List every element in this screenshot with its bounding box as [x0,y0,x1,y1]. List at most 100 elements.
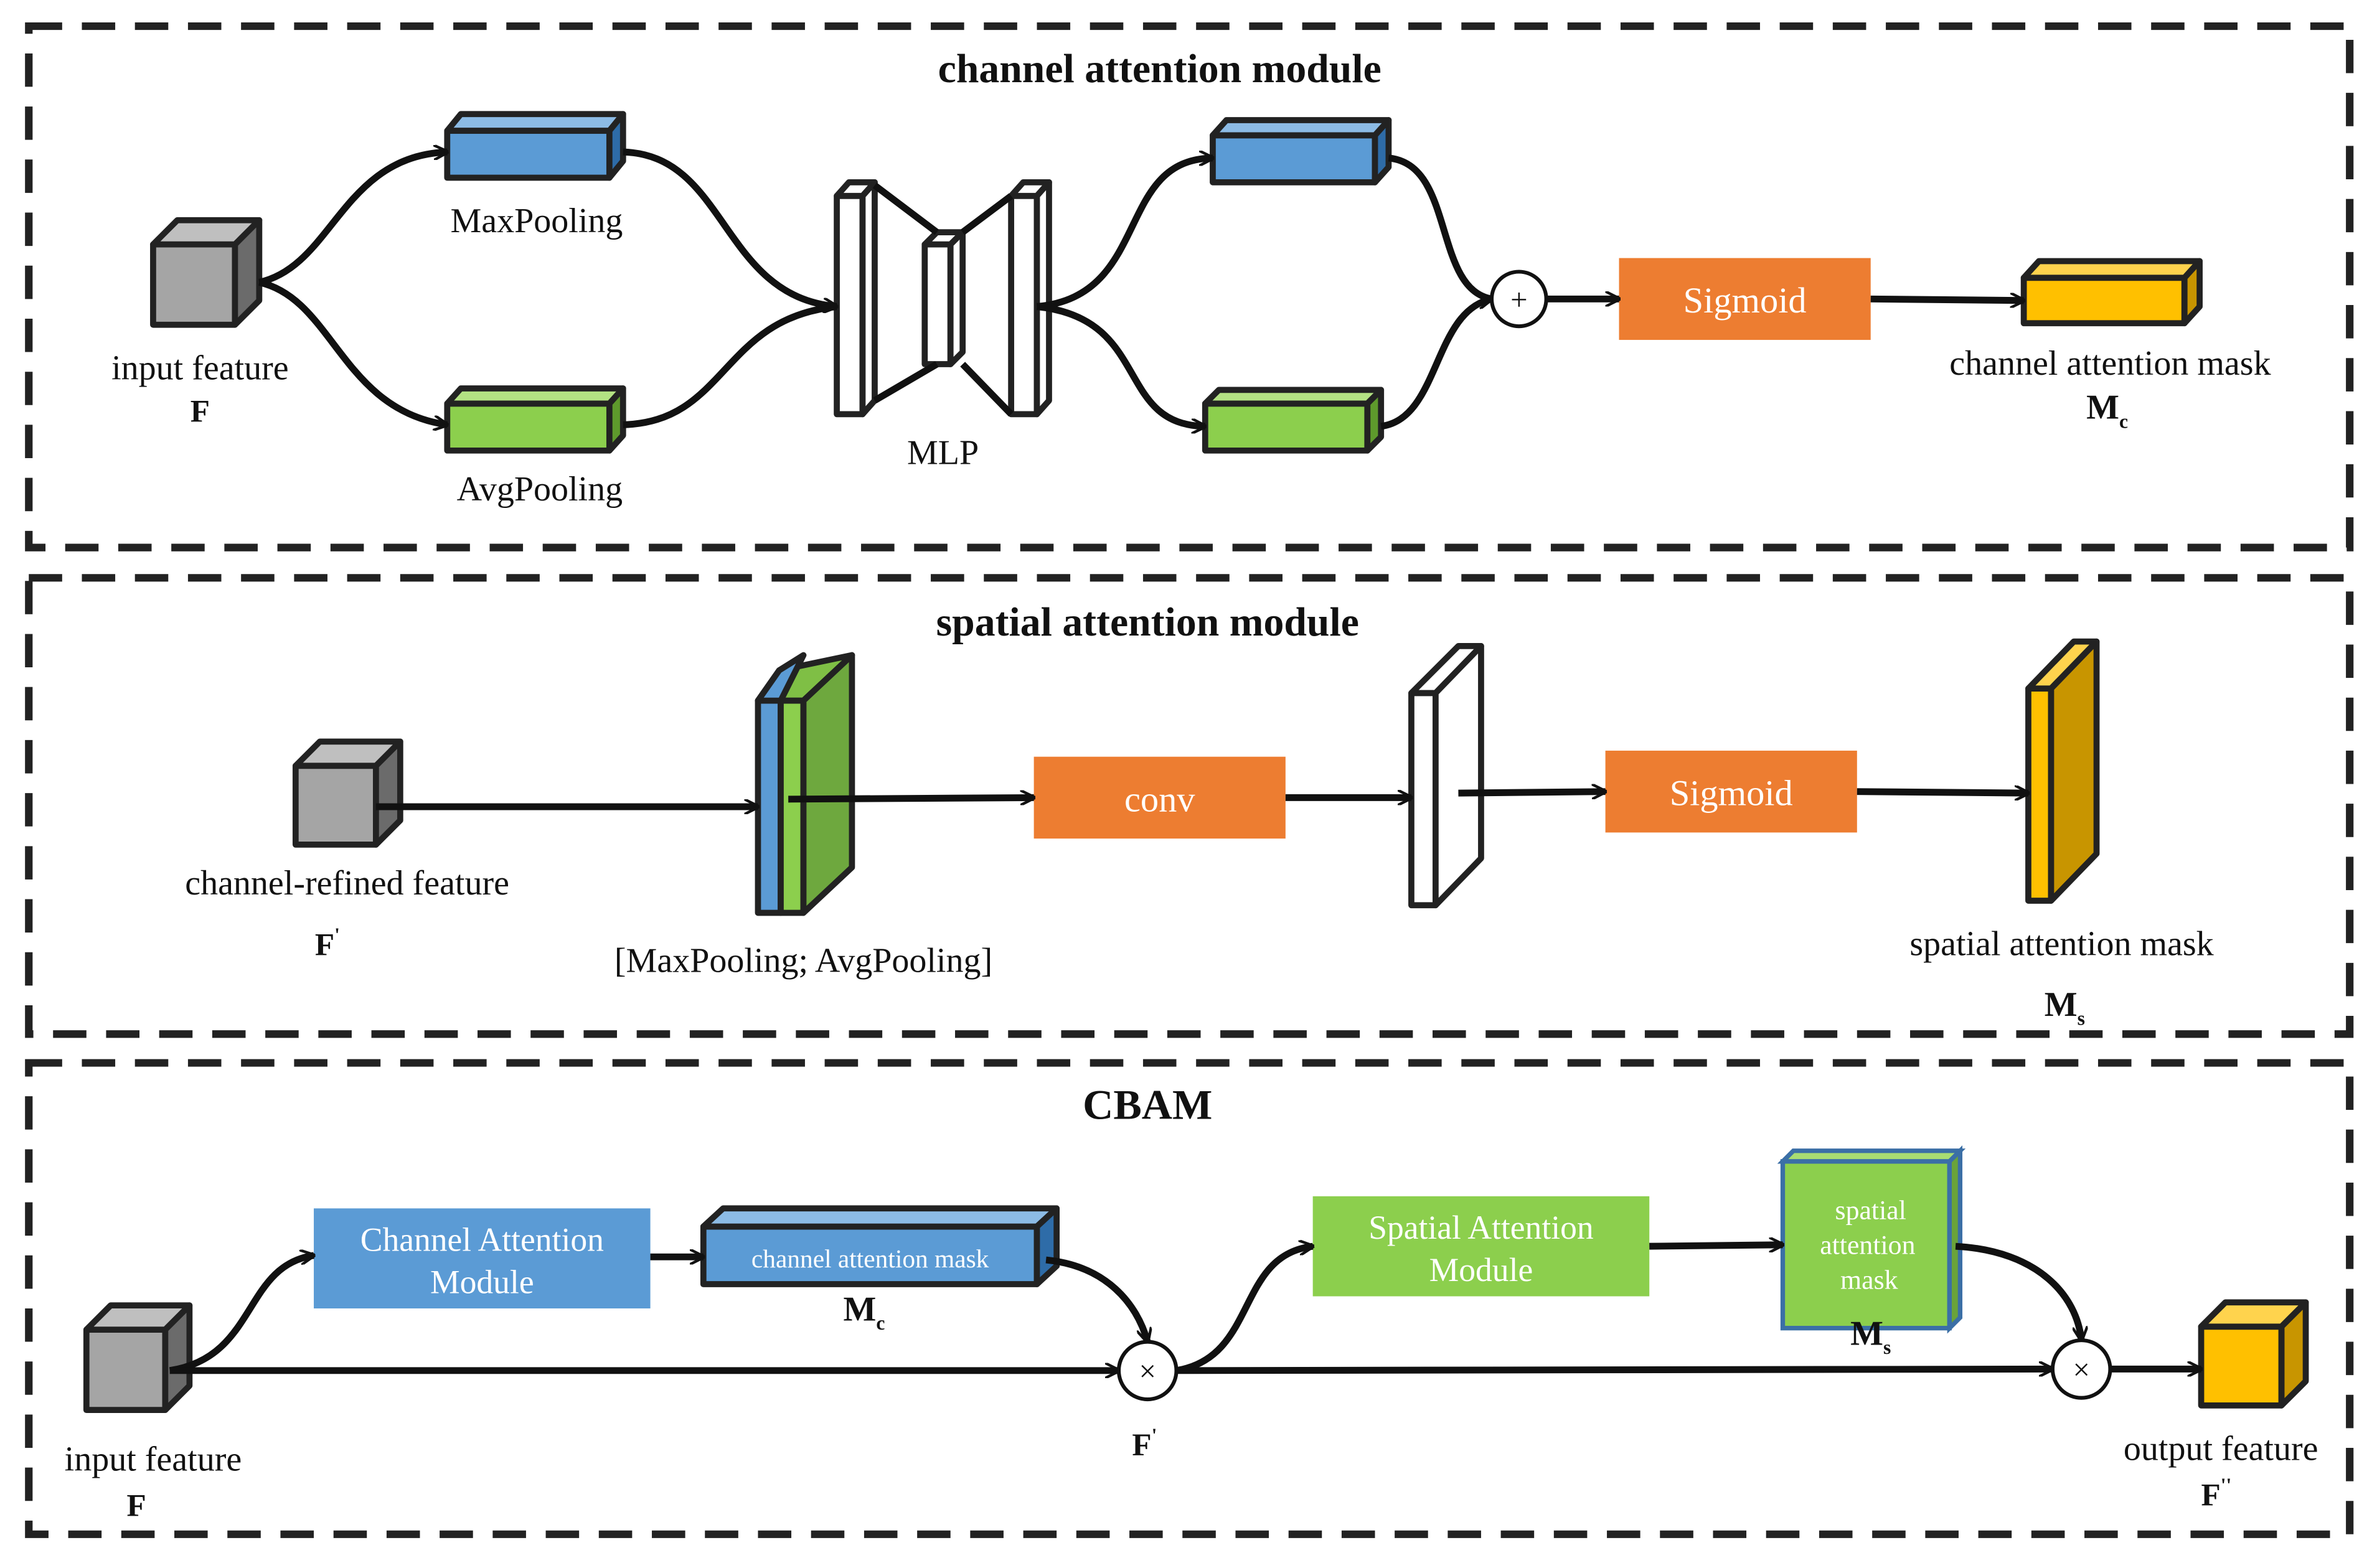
cube-top [1777,1148,1966,1164]
channel-mask-letter: M [2086,388,2119,427]
conv-box [1033,756,1286,839]
wire-avgpool-to-mlp [623,303,837,428]
channel-mask-bar [2020,258,2203,327]
cbam-input-cube [83,1302,193,1414]
slab-front [921,241,954,367]
cbam-spatial-mask-cube [1777,1145,1966,1334]
cube-side [162,1302,193,1414]
cbam-mid-prime: ' [1152,1424,1157,1446]
bar-top [444,111,626,134]
bar-side [1364,387,1385,454]
wire-input-to-avgpool [258,279,447,425]
cube-side [372,738,403,848]
multiply-symbol-1: × [1139,1354,1156,1388]
wire-input-to-cam [169,1256,314,1374]
bar-front [1202,400,1371,454]
bar-side [1033,1205,1060,1287]
wire-sigmoid-to-mask [1870,299,2024,300]
cbam-smask-line1: spatial [1835,1195,1906,1225]
cbam-output-prime: '' [2221,1475,2232,1496]
cube-side [232,217,263,328]
wire-bottom-bar-to-sum [1380,299,1492,430]
slab-side [800,652,855,916]
bar-front [1210,132,1378,185]
channel-input-label: input feature [111,349,289,387]
wire-maxpool-to-mlp [623,148,837,306]
slab-front [1408,690,1439,909]
cube-front [83,1326,169,1414]
mlp-input-layer [834,179,878,418]
channel-sigmoid-label: Sigmoid [1683,280,1807,321]
cbam-input-label: input feature [65,1440,242,1479]
bar-side [2181,258,2203,327]
cbam-title: CBAM [1083,1081,1212,1129]
cbam-mid-letter: F [1132,1427,1151,1463]
slab-side [2048,638,2100,904]
spatial-mask-label: spatial attention mask [1909,925,2213,964]
wire-sigmoid-to-mask [1857,792,2028,793]
slab-front [2025,685,2055,904]
cbam-channel-mask-symbol: Mc [843,1290,885,1334]
conv-label: conv [1124,779,1195,819]
mlp-out-bar-bottom [1202,387,1385,454]
channel-mask-symbol: Mc [2086,388,2128,433]
spatial-input-symbol: F' [315,924,340,963]
spatial-sigmoid-label: Sigmoid [1670,773,1793,814]
sam-box [1312,1196,1650,1297]
spatial-module-frame [25,574,2354,1038]
cbam-smask-letter: M [1850,1314,1883,1353]
spatial-input-prime: ' [334,924,340,946]
spatial-mask-slab [2025,638,2100,904]
concat-label: [MaxPooling; AvgPooling] [614,941,992,980]
bar-side [606,385,626,454]
cbam-channel-mask-bar [700,1205,1060,1287]
bar-front [444,128,613,181]
cbam-smask-subscript: s [1883,1336,1891,1358]
cbam-frame [25,1059,2354,1538]
cbam-cmask-letter: M [843,1290,876,1328]
channel-mask-label: channel attention mask [1949,344,2271,383]
maxpool-bar [444,111,626,181]
cube-side [2278,1299,2309,1409]
bar-top [2020,258,2203,281]
channel-input-symbol: F [191,394,210,430]
cbam-wires [169,1245,2201,1374]
cam-line2: Module [430,1264,534,1301]
avgpool-label: AvgPooling [457,470,623,509]
bar-side [606,111,626,181]
channel-sigmoid-box [1619,258,1871,340]
wire-concat-to-conv [788,797,1033,799]
spatial-mask-letter: M [2045,985,2078,1024]
channel-module-title: channel attention module [938,46,1381,92]
cbam-output-symbol: F'' [2201,1475,2231,1513]
maxpool-label: MaxPooling [451,202,623,240]
bar-top [700,1205,1060,1230]
slab-side [1433,643,1484,909]
cube-front [150,241,238,328]
cbam-mid-symbol: F' [1132,1424,1157,1463]
conv-output-slab [1408,643,1484,909]
spatial-input-label: channel-refined feature [185,864,509,903]
channel-input-cube [150,217,263,328]
slab-side [1033,179,1052,418]
spatial-mask-subscript: s [2078,1008,2085,1030]
wire-sam-to-smask [1649,1245,1782,1246]
wire-cmask-to-multiply-1 [1045,1256,1147,1341]
channel-mask-subscript: c [2119,410,2128,432]
wire-slab-to-sigmoid [1458,792,1605,793]
wire-input-to-maxpool [258,152,447,286]
wire-mlp-to-bottom-bar [1036,303,1205,426]
cube-side [1947,1145,1963,1334]
mlp-label: MLP [907,434,979,472]
channel-module-frame [25,22,2354,552]
bar-front [444,400,613,454]
cam-box [314,1208,651,1308]
mlp-output-layer [1008,179,1052,418]
wire-multiply-1-to-multiply-2 [1176,1369,2053,1370]
sum-symbol: + [1510,283,1527,316]
spatial-module-title: spatial attention module [936,599,1359,645]
slab-side [947,229,966,367]
cbam-cmask-subscript: c [876,1312,885,1334]
slab-front [834,192,866,418]
